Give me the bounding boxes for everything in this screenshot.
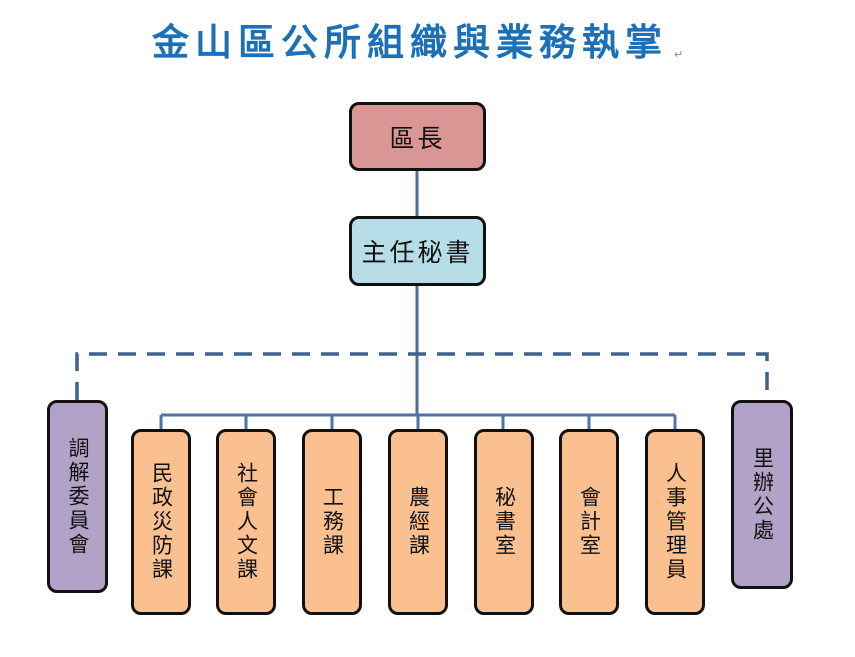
department-label: 秘書室 [492,486,517,558]
mediation-committee-label: 調解委員會 [66,436,90,557]
department-box[interactable]: 社會人文課 [216,429,276,615]
page-title: 金山區公所組織與業務執掌 [152,20,668,64]
department-label: 社會人文課 [234,462,259,582]
district-chief-box[interactable]: 區長 [349,102,486,171]
department-box[interactable]: 會計室 [559,429,619,615]
department-label: 農經課 [406,486,431,558]
department-label: 工務課 [320,486,345,558]
paragraph-mark-icon: ↵ [674,48,684,61]
department-box[interactable]: 農經課 [388,429,448,615]
connector-dashed-side-units [75,352,769,400]
village-office-box[interactable]: 里辦公處 [731,400,793,589]
department-drops [159,415,677,430]
chief-secretary-box[interactable]: 主任秘書 [349,216,486,286]
department-box[interactable]: 秘書室 [474,429,534,615]
mediation-committee-box[interactable]: 調解委員會 [47,400,108,593]
department-box[interactable]: 民政災防課 [131,429,191,615]
district-chief-label: 區長 [389,123,446,153]
department-box[interactable]: 人事管理員 [645,429,705,615]
department-label: 民政災防課 [149,462,174,582]
department-label: 會計室 [577,486,602,558]
department-box[interactable]: 工務課 [302,429,362,615]
village-office-label: 里辦公處 [750,446,775,543]
chief-secretary-label: 主任秘書 [361,238,474,267]
department-label: 人事管理員 [663,462,688,582]
